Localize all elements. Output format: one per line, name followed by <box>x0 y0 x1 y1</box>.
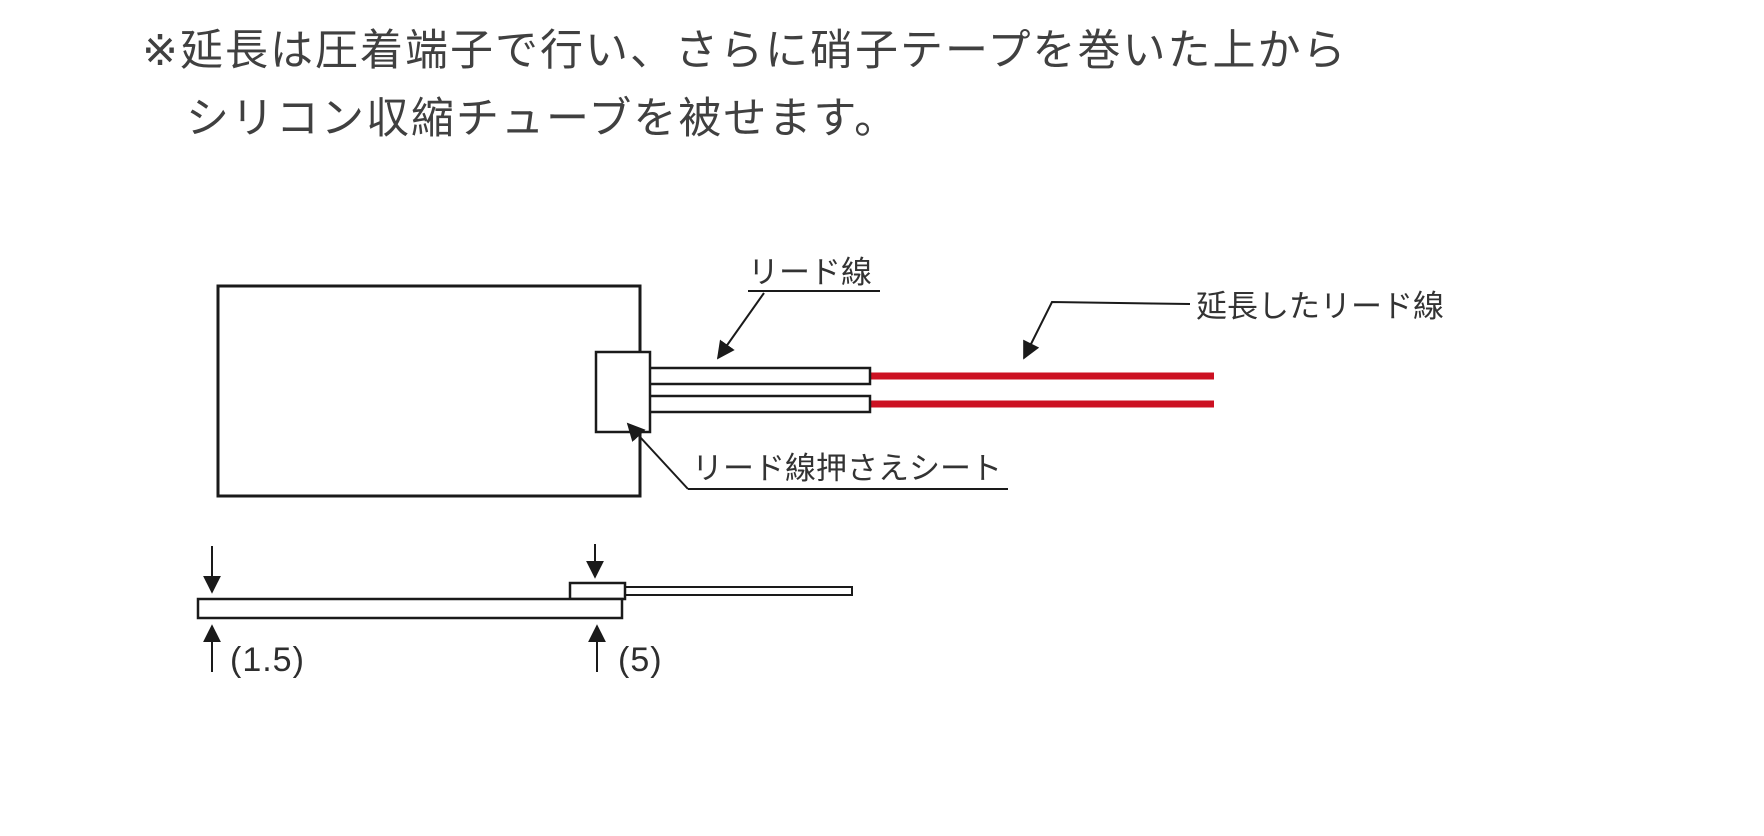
press-sheet-label: リード線押さえシート <box>692 451 1002 486</box>
note-line-2: シリコン収縮チューブを被せます。 <box>186 95 900 143</box>
note-line-1: ※延長は圧着端子で行い、さらに硝子テープを巻いた上から <box>142 27 1348 75</box>
side-view-heater-body <box>196 597 624 620</box>
extended-lead-wire-leader-line <box>1023 300 1191 360</box>
dimension-body-thickness: (1.5) <box>230 641 305 679</box>
lead-wire-press-sheet-outline <box>594 350 652 434</box>
side-view-press-sheet <box>568 581 627 601</box>
side-view-lead-wire <box>621 586 853 596</box>
press-sheet-leader-line <box>626 422 689 490</box>
lead-wire-leader-line <box>716 292 765 360</box>
heater-body-outline <box>216 284 642 498</box>
extended-lead-wire-label: 延長したリード線 <box>1196 289 1444 324</box>
dimension-sheet-thickness: (5) <box>618 641 663 679</box>
lead-wire-label: リード線 <box>748 255 872 290</box>
lead-wire-lower <box>646 394 872 414</box>
lead-wire-upper <box>646 366 872 386</box>
